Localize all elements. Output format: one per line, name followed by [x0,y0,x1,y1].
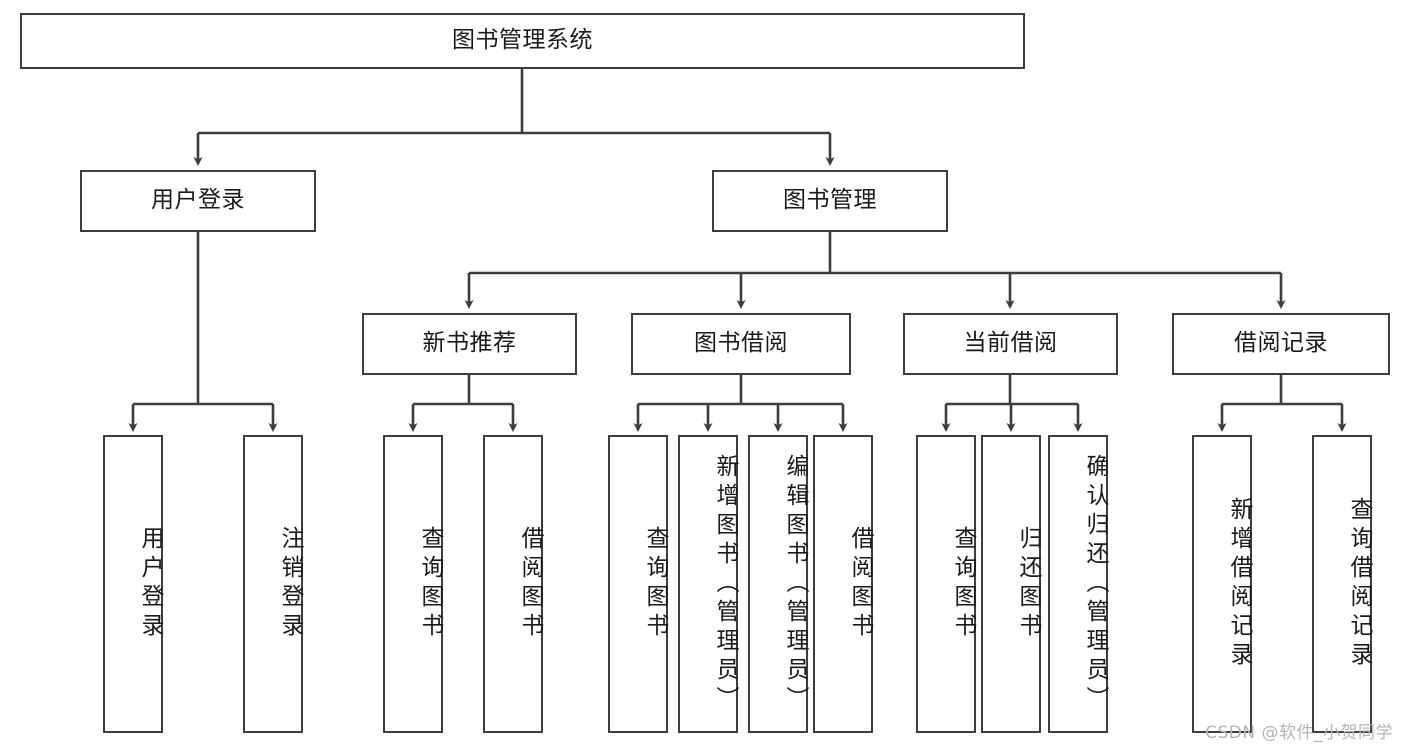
node-label: 图书管理系统 [452,27,593,54]
leaf-user-login-login[interactable]: 用户登录 [103,435,163,733]
leaf-user-login-logout[interactable]: 注销登录 [243,435,303,733]
node-label: 图书借阅 [694,330,788,357]
node-label: 图书管理 [783,187,877,214]
node-label: 当前借阅 [963,330,1058,357]
node-label: 借阅图书 [517,526,543,642]
node-label: 归还图书 [1015,526,1041,642]
leaf-recommend-query-book[interactable]: 查询图书 [383,435,443,733]
node-label: 确认归还（管理员） [1082,453,1108,715]
node-label: 借阅记录 [1234,330,1328,357]
leaf-borrow-add-book-admin[interactable]: 新增图书（管理员） [678,435,738,733]
leaf-current-query-book[interactable]: 查询图书 [916,435,976,733]
node-user-login[interactable]: 用户登录 [80,170,316,232]
node-label: 查询图书 [642,526,668,642]
leaf-borrow-edit-book-admin[interactable]: 编辑图书（管理员） [748,435,808,733]
node-label: 借阅图书 [847,526,873,642]
node-label: 查询图书 [950,526,976,642]
leaf-borrow-borrow-book[interactable]: 借阅图书 [813,435,873,733]
node-label: 查询借阅记录 [1346,497,1372,671]
leaf-record-add-record[interactable]: 新增借阅记录 [1192,435,1252,733]
node-current-borrow[interactable]: 当前借阅 [903,313,1118,375]
leaf-recommend-borrow-book[interactable]: 借阅图书 [483,435,543,733]
node-label: 用户登录 [137,526,163,642]
node-label: 编辑图书（管理员） [782,453,808,715]
node-book-borrow[interactable]: 图书借阅 [631,313,851,375]
node-root-system[interactable]: 图书管理系统 [20,13,1025,69]
leaf-record-query-record[interactable]: 查询借阅记录 [1312,435,1372,733]
node-label: 新书推荐 [422,330,517,357]
leaf-current-confirm-return-admin[interactable]: 确认归还（管理员） [1048,435,1108,733]
node-new-book-recommend[interactable]: 新书推荐 [362,313,577,375]
node-borrow-record[interactable]: 借阅记录 [1172,313,1390,375]
node-book-management[interactable]: 图书管理 [712,170,948,232]
leaf-borrow-query-book[interactable]: 查询图书 [608,435,668,733]
node-label: 查询图书 [417,526,443,642]
leaf-current-return-book[interactable]: 归还图书 [981,435,1041,733]
node-label: 新增图书（管理员） [712,453,738,715]
node-label: 新增借阅记录 [1226,497,1252,671]
node-label: 用户登录 [151,187,245,214]
node-label: 注销登录 [277,526,303,642]
